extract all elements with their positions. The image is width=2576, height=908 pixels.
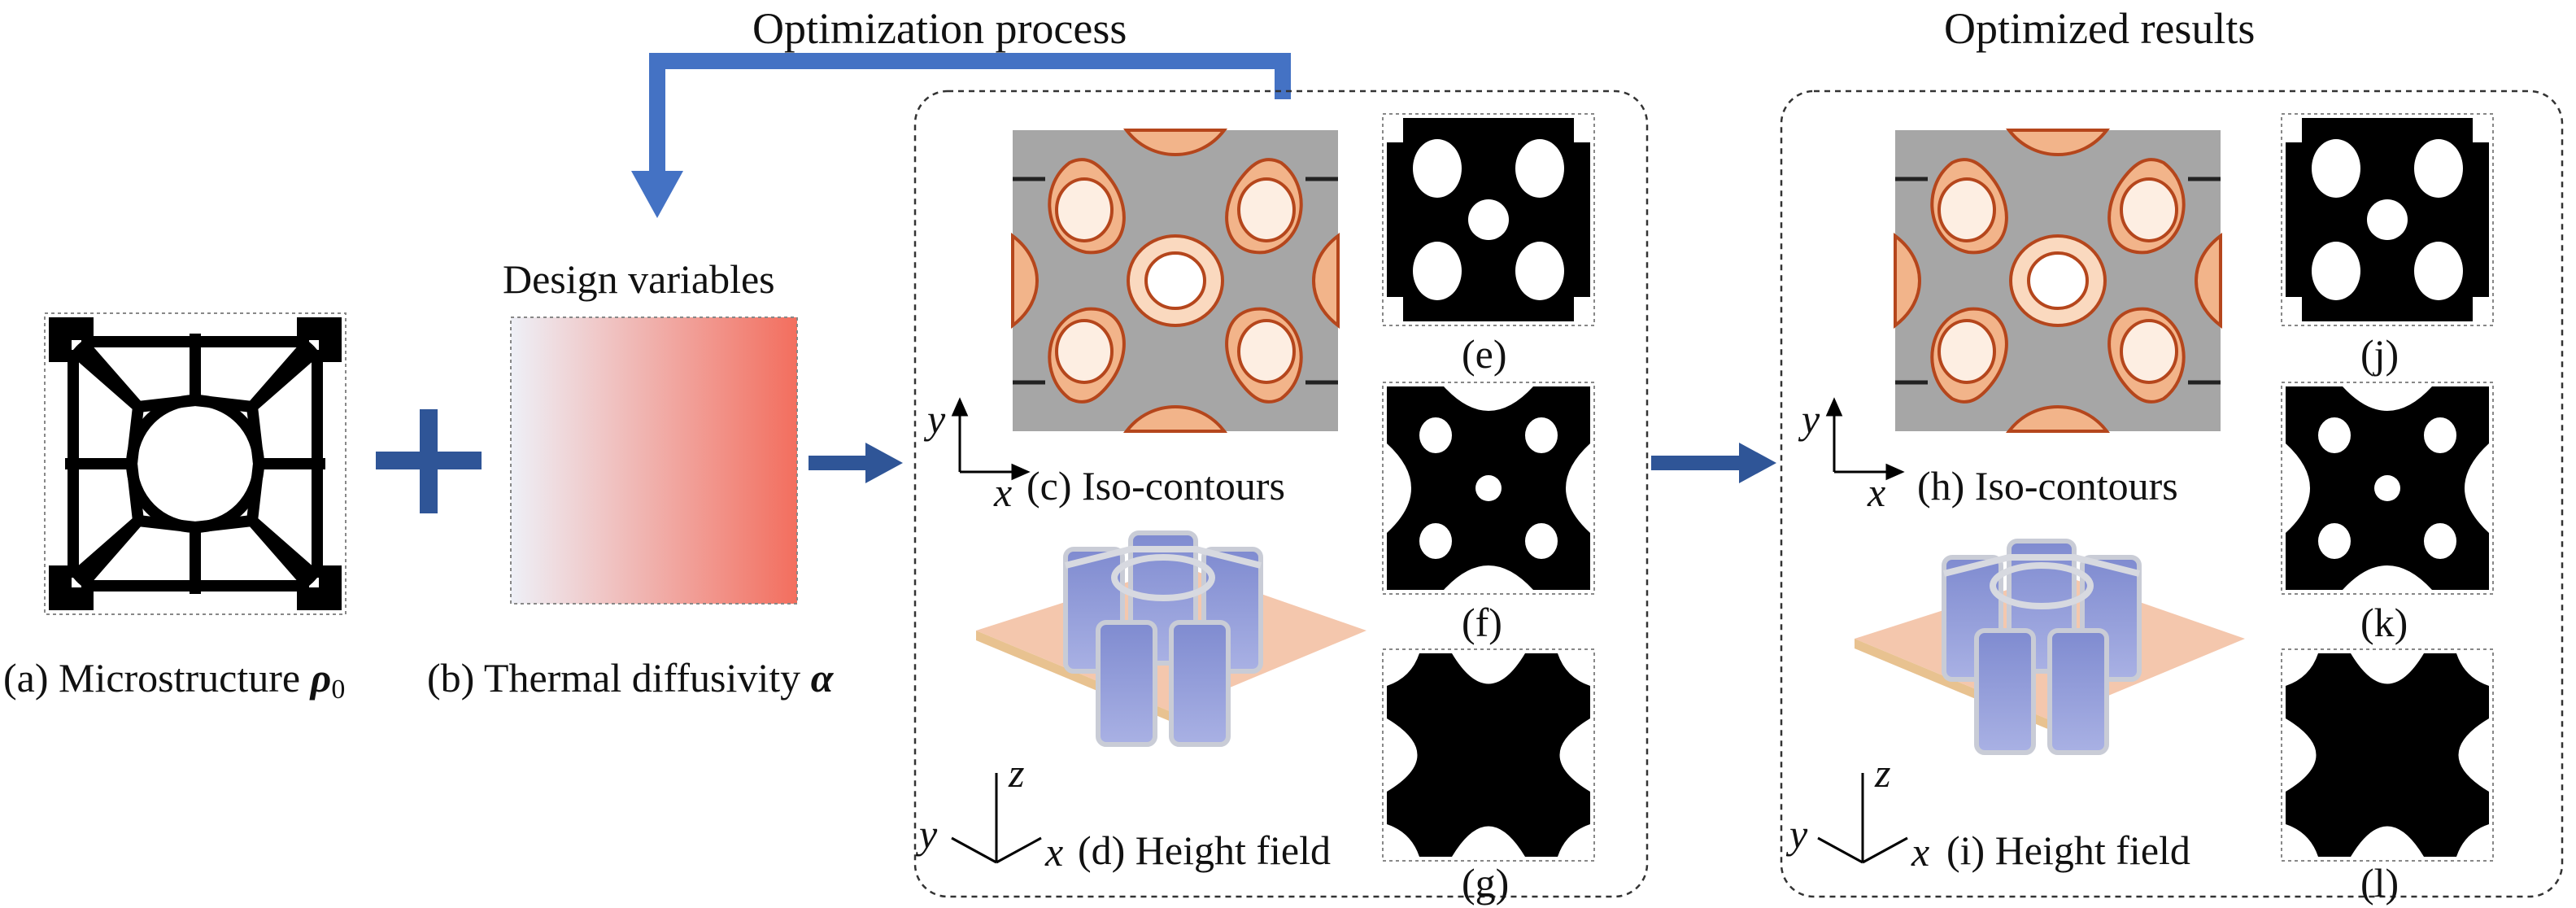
axis-label-x: x [1911, 829, 1930, 875]
axis-label-y: y [927, 396, 946, 442]
caption-h: (h) Iso-contours [1917, 463, 2178, 509]
axis-label-z: z [1875, 750, 1891, 796]
heading-design-variables: Design variables [503, 256, 775, 302]
caption-g: (g) [1462, 860, 1510, 906]
binary-e [1382, 113, 1595, 326]
binary-f [1382, 382, 1595, 595]
design-variable-gradient [510, 316, 798, 605]
caption-l: (l) [2360, 860, 2399, 906]
binary-k [2281, 382, 2494, 595]
binary-j [2281, 113, 2494, 326]
feedback-arrow-icon [631, 53, 1291, 218]
axis-label-z: z [1009, 750, 1025, 796]
caption-d: (d) Height field [1078, 827, 1332, 873]
right-arrow-icon [809, 443, 903, 483]
axis-label-y: y [1802, 396, 1820, 442]
caption-c: (c) Iso-contours [1026, 463, 1285, 509]
iso-contour-result [1895, 130, 2221, 431]
axis-2d-icon [951, 397, 1031, 481]
axis-label-x: x [994, 469, 1013, 515]
iso-contour-process [1013, 130, 1338, 431]
axis-label-y: y [919, 811, 938, 857]
heading-optimization-process: Optimization process [752, 4, 1127, 53]
binary-g [1382, 648, 1595, 862]
heading-optimized-results: Optimized results [1944, 4, 2256, 53]
optimized-results-box [1780, 89, 2564, 898]
caption-b: (b) Thermal diffusivity α [427, 655, 834, 701]
caption-i: (i) Height field [1946, 827, 2190, 873]
caption-e: (e) [1462, 331, 1507, 377]
microstructure-panel [45, 313, 346, 614]
axis-2d-icon [1825, 397, 1905, 481]
caption-f: (f) [1462, 600, 1502, 645]
axis-label-y: y [1789, 811, 1808, 857]
axis-label-x: x [1868, 469, 1886, 515]
binary-l [2281, 648, 2494, 862]
optimization-process-box [913, 89, 1649, 898]
caption-a: (a) Microstructure ρ0 [3, 655, 346, 705]
plus-icon [376, 409, 482, 513]
caption-k: (k) [2360, 600, 2408, 645]
caption-j: (j) [2360, 331, 2399, 377]
height-field-process [976, 533, 1366, 744]
axis-3d-icon [951, 773, 1042, 864]
right-arrow-icon [1651, 443, 1776, 483]
axis-label-x: x [1045, 829, 1064, 875]
axis-3d-icon [1817, 773, 1908, 864]
height-field-result [1855, 541, 2245, 753]
